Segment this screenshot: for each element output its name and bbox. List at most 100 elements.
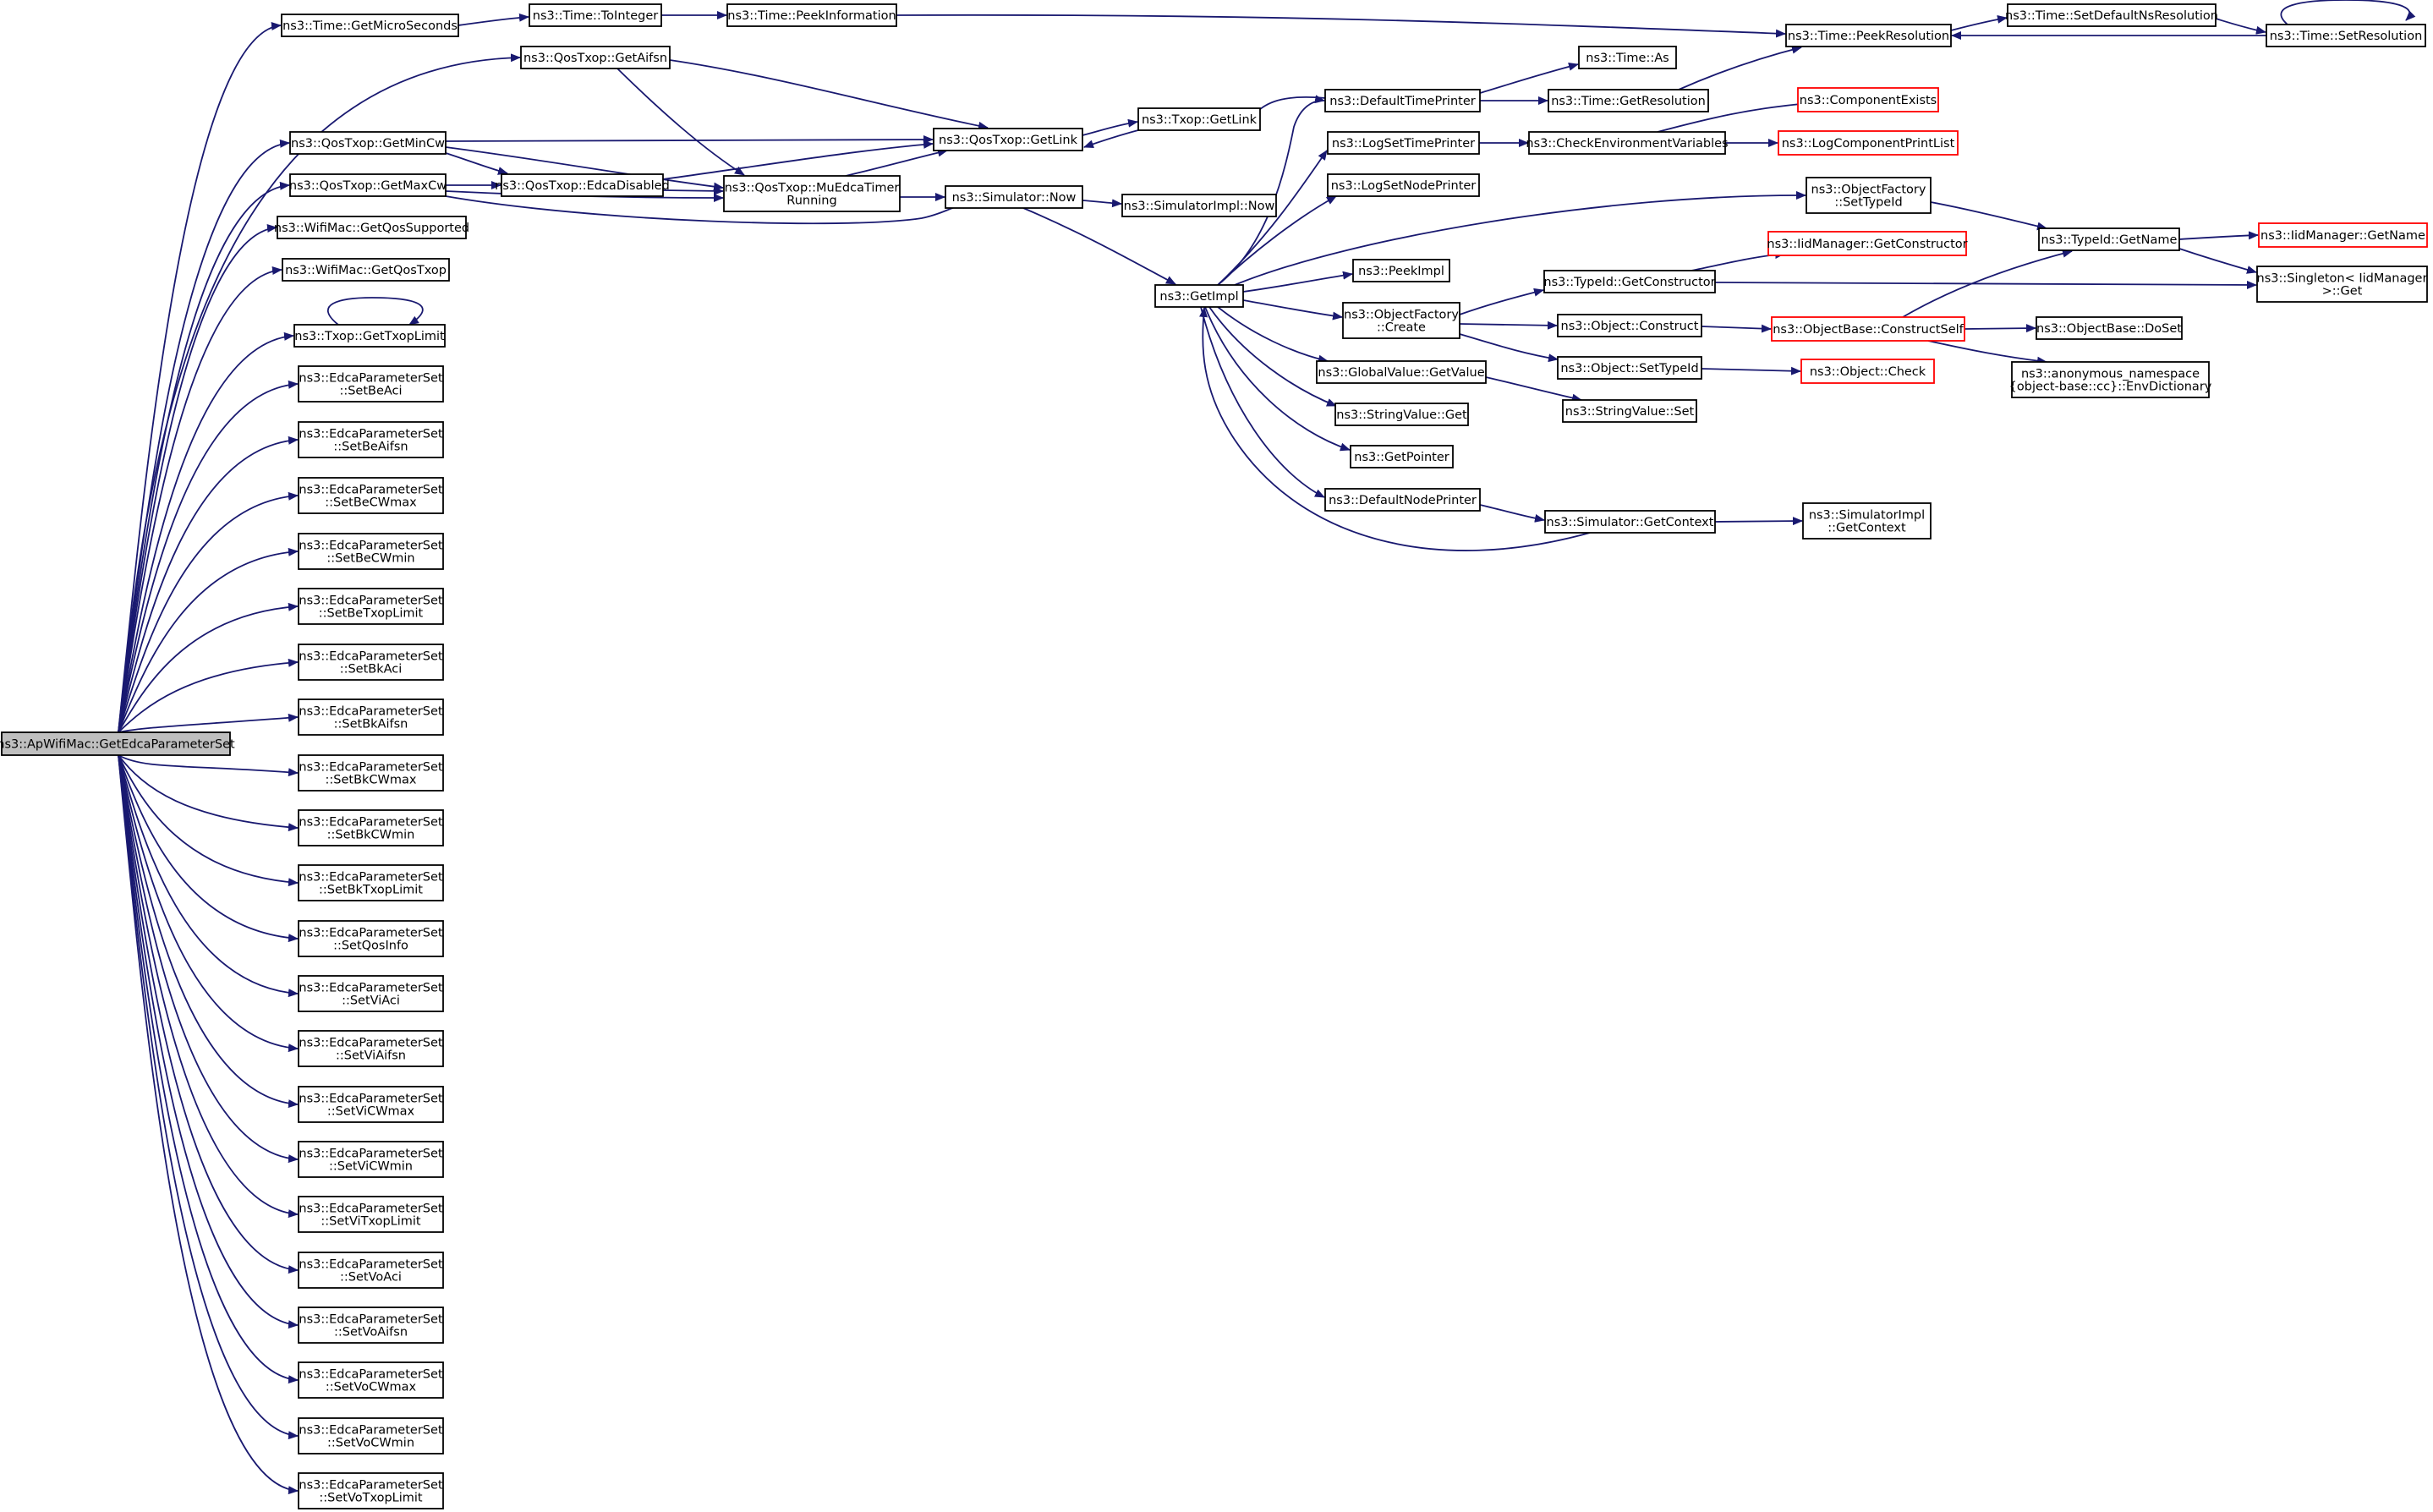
node-label: ns3::Time::As bbox=[1586, 52, 1669, 65]
node-iidGetCtor[interactable]: ns3::IidManager::GetConstructor bbox=[1767, 231, 1968, 256]
node-label: ns3::EdcaParameterSet bbox=[299, 1148, 443, 1161]
node-peekInfo[interactable]: ns3::Time::PeekInformation bbox=[726, 3, 897, 27]
edge-root-to-getMicro bbox=[118, 22, 282, 733]
node-ofCreate[interactable]: ns3::ObjectFactory::Create bbox=[1342, 302, 1460, 339]
node-logSetNode[interactable]: ns3::LogSetNodePrinter bbox=[1327, 173, 1480, 197]
node-label: ns3::TypeId::GetConstructor bbox=[1543, 276, 1715, 289]
node-label: ns3::Txop::GetLink bbox=[1142, 113, 1258, 127]
node-setViAci[interactable]: ns3::EdcaParameterSet::SetViAci bbox=[298, 975, 444, 1012]
node-getMinCw[interactable]: ns3::QosTxop::GetMinCw bbox=[289, 131, 447, 155]
node-txopGetLink[interactable]: ns3::Txop::GetLink bbox=[1137, 107, 1261, 131]
node-label: ns3::LogSetTimePrinter bbox=[1332, 137, 1475, 151]
edge-root-to-setViCWmax bbox=[118, 754, 299, 1109]
node-getTxopLimit[interactable]: ns3::Txop::GetTxopLimit bbox=[293, 324, 446, 348]
node-label: ns3::EdcaParameterSet bbox=[299, 1037, 443, 1050]
node-svGet[interactable]: ns3::StringValue::Get bbox=[1334, 403, 1469, 426]
node-setDefNs[interactable]: ns3::Time::SetDefaultNsResolution bbox=[2005, 3, 2218, 27]
node-singletonGet[interactable]: ns3::Singleton< IidManager >::Get bbox=[2256, 266, 2428, 303]
node-getImpl[interactable]: ns3::GetImpl bbox=[1154, 284, 1244, 308]
node-setBkCWmax[interactable]: ns3::EdcaParameterSet::SetBkCWmax bbox=[298, 754, 444, 792]
node-setVoAifsn[interactable]: ns3::EdcaParameterSet::SetVoAifsn bbox=[298, 1307, 444, 1344]
node-getPointer[interactable]: ns3::GetPointer bbox=[1350, 445, 1454, 468]
node-label: ::SetViAifsn bbox=[336, 1049, 406, 1063]
node-label: ns3::PeekImpl bbox=[1358, 265, 1444, 278]
node-getMicro[interactable]: ns3::Time::GetMicroSeconds bbox=[281, 14, 459, 37]
edge-root-to-getTxopLimit bbox=[118, 331, 294, 733]
node-getQosSupported[interactable]: ns3::WifiMac::GetQosSupported bbox=[274, 216, 469, 239]
node-label: ::GetContext bbox=[1827, 522, 1906, 535]
node-envDict[interactable]: ns3::anonymous_namespace{object-base::cc… bbox=[2009, 361, 2212, 398]
node-label: ns3::Simulator::Now bbox=[952, 191, 1077, 205]
node-compExists[interactable]: ns3::ComponentExists bbox=[1797, 87, 1939, 112]
node-getQosTxop[interactable]: ns3::WifiMac::GetQosTxop bbox=[282, 258, 450, 282]
node-label: ::SetBeCWmax bbox=[325, 496, 417, 510]
node-label: ::SetBkCWmax bbox=[326, 774, 417, 787]
node-simImplGetContext[interactable]: ns3::SimulatorImpl::GetContext bbox=[1802, 502, 1932, 540]
node-objBaseDoSet[interactable]: ns3::ObjectBase::DoSet bbox=[2036, 316, 2183, 340]
node-label: ns3::SimulatorImpl bbox=[1809, 509, 1925, 523]
node-setBeAci[interactable]: ns3::EdcaParameterSet::SetBeAci bbox=[298, 365, 444, 403]
node-root[interactable]: ns3::ApWifiMac::GetEdcaParameterSet bbox=[0, 731, 235, 756]
node-setViCWmax[interactable]: ns3::EdcaParameterSet::SetViCWmax bbox=[298, 1086, 444, 1123]
node-edcaDisabled[interactable]: ns3::QosTxop::EdcaDisabled bbox=[495, 173, 670, 197]
node-setRes[interactable]: ns3::Time::SetResolution bbox=[2266, 24, 2426, 47]
node-label: ::SetBkCWmin bbox=[327, 829, 415, 842]
node-gvGetValue[interactable]: ns3::GlobalValue::GetValue bbox=[1316, 360, 1487, 384]
node-setVoTxop[interactable]: ns3::EdcaParameterSet::SetVoTxopLimit bbox=[298, 1472, 444, 1509]
node-setQosInfo[interactable]: ns3::EdcaParameterSet::SetQosInfo bbox=[298, 920, 444, 957]
node-setBkTxop[interactable]: ns3::EdcaParameterSet::SetBkTxopLimit bbox=[298, 864, 444, 901]
node-setVoAci[interactable]: ns3::EdcaParameterSet::SetVoAci bbox=[298, 1252, 444, 1289]
node-typeIdGetName[interactable]: ns3::TypeId::GetName bbox=[2038, 227, 2180, 251]
edge-setRes-to-setRes bbox=[2280, 0, 2416, 25]
node-typeIdGetCtor[interactable]: ns3::TypeId::GetConstructor bbox=[1543, 270, 1716, 293]
edge-root-to-setVoAci bbox=[118, 754, 299, 1274]
node-timeAs[interactable]: ns3::Time::As bbox=[1578, 46, 1677, 69]
node-setBkCWmin[interactable]: ns3::EdcaParameterSet::SetBkCWmin bbox=[298, 809, 444, 846]
node-svSet[interactable]: ns3::StringValue::Set bbox=[1562, 399, 1697, 423]
node-getMaxCw[interactable]: ns3::QosTxop::GetMaxCw bbox=[289, 173, 447, 197]
node-ofSetTypeId[interactable]: ns3::ObjectFactory::SetTypeId bbox=[1806, 177, 1932, 214]
node-timeGetRes[interactable]: ns3::Time::GetResolution bbox=[1548, 89, 1709, 112]
node-setBeTxop[interactable]: ns3::EdcaParameterSet::SetBeTxopLimit bbox=[298, 588, 444, 625]
node-setBeCWmax[interactable]: ns3::EdcaParameterSet::SetBeCWmax bbox=[298, 477, 444, 514]
node-peekRes[interactable]: ns3::Time::PeekResolution bbox=[1785, 24, 1952, 47]
node-objSetTypeId[interactable]: ns3::Object::SetTypeId bbox=[1557, 356, 1702, 380]
node-checkEnv[interactable]: ns3::CheckEnvironmentVariables bbox=[1526, 131, 1729, 155]
node-getAifsn[interactable]: ns3::QosTxop::GetAifsn bbox=[520, 46, 671, 69]
node-label: ::SetBkAifsn bbox=[334, 718, 408, 731]
node-label: ::SetBeTxopLimit bbox=[319, 607, 424, 621]
node-defNodePrinter[interactable]: ns3::DefaultNodePrinter bbox=[1324, 488, 1481, 512]
node-label: ::SetVoAci bbox=[340, 1271, 402, 1285]
node-objBaseConstructSelf[interactable]: ns3::ObjectBase::ConstructSelf bbox=[1771, 316, 1965, 342]
edge-getImpl-to-ofCreate bbox=[1242, 299, 1343, 320]
node-qosGetLink[interactable]: ns3::QosTxop::GetLink bbox=[933, 128, 1083, 151]
edge-objBaseConstructSelf-to-envDict bbox=[1927, 340, 2047, 365]
edge-objBaseConstructSelf-to-objBaseDoSet bbox=[1964, 324, 2036, 333]
node-setBkAci[interactable]: ns3::EdcaParameterSet::SetBkAci bbox=[298, 644, 444, 681]
node-defTimePrinter[interactable]: ns3::DefaultTimePrinter bbox=[1324, 89, 1481, 112]
node-setBkAifsn[interactable]: ns3::EdcaParameterSet::SetBkAifsn bbox=[298, 698, 444, 736]
node-setVoCWmax[interactable]: ns3::EdcaParameterSet::SetVoCWmax bbox=[298, 1361, 444, 1399]
node-logSetTime[interactable]: ns3::LogSetTimePrinter bbox=[1327, 131, 1480, 155]
node-simImplNow[interactable]: ns3::SimulatorImpl::Now bbox=[1121, 194, 1277, 217]
node-iidGetName[interactable]: ns3::IidManager::GetName bbox=[2258, 222, 2428, 248]
node-simGetContext[interactable]: ns3::Simulator::GetContext bbox=[1544, 510, 1716, 534]
node-setVoCWmin[interactable]: ns3::EdcaParameterSet::SetVoCWmin bbox=[298, 1417, 444, 1454]
node-setBeCWmin[interactable]: ns3::EdcaParameterSet::SetBeCWmin bbox=[298, 533, 444, 570]
edge-getTxopLimit-to-getTxopLimit bbox=[326, 297, 424, 326]
edge-defTimePrinter-to-timeAs bbox=[1479, 62, 1579, 94]
node-setBeAifsn[interactable]: ns3::EdcaParameterSet::SetBeAifsn bbox=[298, 421, 444, 458]
node-peekImpl[interactable]: ns3::PeekImpl bbox=[1352, 259, 1450, 282]
node-simNow[interactable]: ns3::Simulator::Now bbox=[945, 185, 1083, 209]
node-objConstruct[interactable]: ns3::Object::Construct bbox=[1557, 314, 1702, 337]
node-objCheck[interactable]: ns3::Object::Check bbox=[1800, 359, 1935, 384]
node-label: ::SetViCWmin bbox=[329, 1160, 413, 1174]
node-toInteger[interactable]: ns3::Time::ToInteger bbox=[529, 3, 662, 27]
node-logCompPrint[interactable]: ns3::LogComponentPrintList bbox=[1778, 130, 1959, 156]
node-setViTxop[interactable]: ns3::EdcaParameterSet::SetViTxopLimit bbox=[298, 1196, 444, 1233]
edge-root-to-setBkAci bbox=[118, 658, 299, 733]
node-setViCWmin[interactable]: ns3::EdcaParameterSet::SetViCWmin bbox=[298, 1141, 444, 1178]
node-setViAifsn[interactable]: ns3::EdcaParameterSet::SetViAifsn bbox=[298, 1030, 444, 1067]
